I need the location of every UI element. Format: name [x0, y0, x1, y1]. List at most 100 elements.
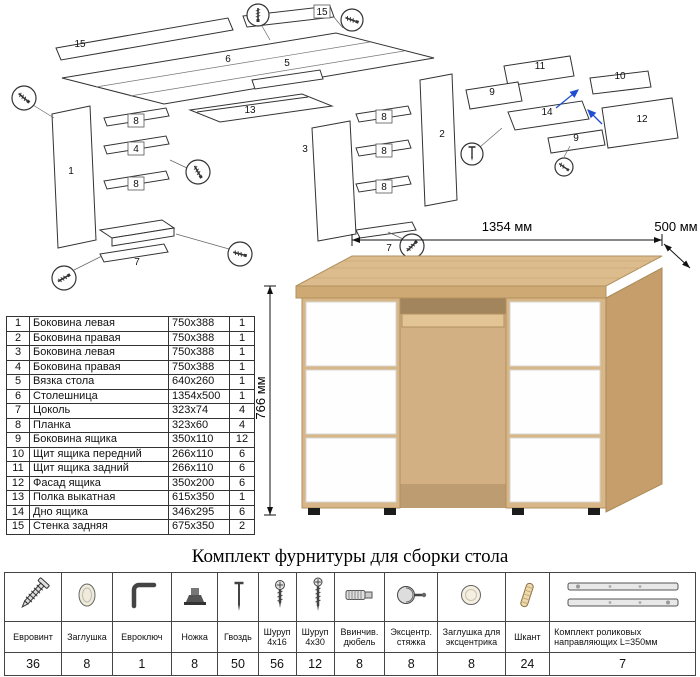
drawer-front [305, 301, 397, 367]
part-size: 350x200 [168, 475, 230, 491]
hardware-qty: 8 [170, 652, 219, 676]
part-label: 8 [381, 182, 387, 193]
hardware-qty: 8 [437, 652, 506, 676]
part-num: 7 [6, 403, 30, 419]
drawer-exploded-diagram: 11 9 10 14 12 9 [460, 55, 679, 177]
hardware-name: Шуруп 4x30 [295, 621, 335, 653]
nail-icon [217, 572, 259, 622]
part-qty: 2 [229, 519, 255, 535]
part-label: 8 [381, 146, 387, 157]
hardware-qty: 24 [504, 652, 551, 676]
hardware-qty: 8 [61, 652, 113, 676]
part-name: Полка выкатная [29, 490, 169, 506]
hardware-kit-title: Комплект фурнитуры для сборки стола [191, 546, 509, 567]
dimension-lines [264, 234, 691, 516]
part-label: 7 [386, 243, 392, 254]
plinth-left [99, 243, 169, 263]
hardware-name: Евроключ [111, 621, 172, 653]
side-panel-2 [419, 73, 458, 207]
part-qty: 6 [229, 461, 255, 477]
screw-long-icon [295, 572, 335, 622]
part-label: 15 [74, 39, 86, 50]
part-label: 5 [284, 58, 290, 69]
part-label: 2 [439, 129, 445, 140]
hardware-names-row: Евровинт Заглушка Евроключ Ножка Гвоздь … [3, 621, 696, 653]
cam-lock-icon [384, 572, 439, 622]
part-label: 11 [535, 61, 546, 72]
foot-icon [170, 572, 219, 622]
drawer-back-panel [503, 55, 575, 87]
part-label: 14 [541, 107, 553, 118]
hardware-callouts [460, 142, 574, 177]
part-qty: 6 [229, 475, 255, 491]
part-name: Планка [29, 417, 169, 433]
hardware-name: Шуруп 4x16 [257, 621, 297, 653]
wood-dowel-icon [504, 572, 551, 622]
part-size: 266x110 [168, 461, 230, 477]
hardware-kit-table: Евровинт Заглушка Евроключ Ножка Гвоздь … [3, 572, 696, 676]
cam-cap-icon [437, 572, 506, 622]
part-qty: 6 [229, 504, 255, 520]
screw-short-icon [257, 572, 297, 622]
desk-exploded-diagram: 15 6 15 1 8 4 8 7 13 5 3 8 8 8 7 2 [11, 3, 458, 291]
hardware-qty: 50 [217, 652, 259, 676]
part-size: 750x388 [168, 345, 230, 361]
part-label: 10 [614, 71, 626, 82]
desk-right-side-panel [605, 267, 663, 513]
part-size: 750x388 [168, 316, 230, 332]
part-name: Боковина левая [29, 316, 169, 332]
part-name: Щит ящика задний [29, 461, 169, 477]
hardware-name: Заглушка [61, 621, 113, 653]
rollout-shelf-edge [196, 96, 309, 113]
part-name: Фасад ящика [29, 475, 169, 491]
hardware-name: Евровинт [3, 621, 63, 653]
part-label: 9 [573, 133, 579, 144]
part-name: Цоколь [29, 403, 169, 419]
part-num: 15 [6, 519, 30, 535]
drawer-front [305, 437, 397, 503]
part-num: 12 [6, 475, 30, 491]
drawer-side-right [547, 129, 606, 154]
part-label: 9 [489, 87, 495, 98]
hardware-qty: 1 [111, 652, 172, 676]
part-label: 12 [636, 114, 648, 125]
part-label: 8 [133, 116, 139, 127]
part-name: Боковина правая [29, 359, 169, 375]
part-size: 750x388 [168, 359, 230, 375]
part-num: 9 [6, 432, 30, 448]
part-qty: 6 [229, 446, 255, 462]
part-size: 750x388 [168, 330, 230, 346]
part-label: 6 [225, 54, 231, 65]
hardware-qty: 7 [549, 652, 696, 676]
drawer-front [509, 301, 601, 367]
label-boxes [127, 4, 393, 194]
part-qty: 1 [229, 490, 255, 506]
part-size: 346x295 [168, 504, 230, 520]
rollout-shelf [188, 93, 334, 123]
part-qty: 1 [229, 359, 255, 375]
part-qty: 12 [229, 432, 255, 448]
part-num: 4 [6, 359, 30, 375]
desk-rail [251, 69, 324, 90]
hardware-name: Эксцентр. стяжка [384, 621, 439, 653]
drawer-facade [601, 97, 679, 149]
hardware-icons-row [3, 572, 696, 622]
top-panel-hatch [95, 41, 405, 97]
part-num: 10 [6, 446, 30, 462]
part-name: Боковина правая [29, 330, 169, 346]
depth-dimension-label: 500 мм [654, 219, 697, 234]
cap-icon [61, 572, 113, 622]
drawer-bottom [507, 100, 590, 131]
part-label: 4 [133, 144, 139, 155]
part-size: 323x60 [168, 417, 230, 433]
part-size: 675x350 [168, 519, 230, 535]
hardware-qty: 56 [257, 652, 297, 676]
hardware-qty: 8 [384, 652, 439, 676]
side-panel-1 [51, 105, 97, 249]
